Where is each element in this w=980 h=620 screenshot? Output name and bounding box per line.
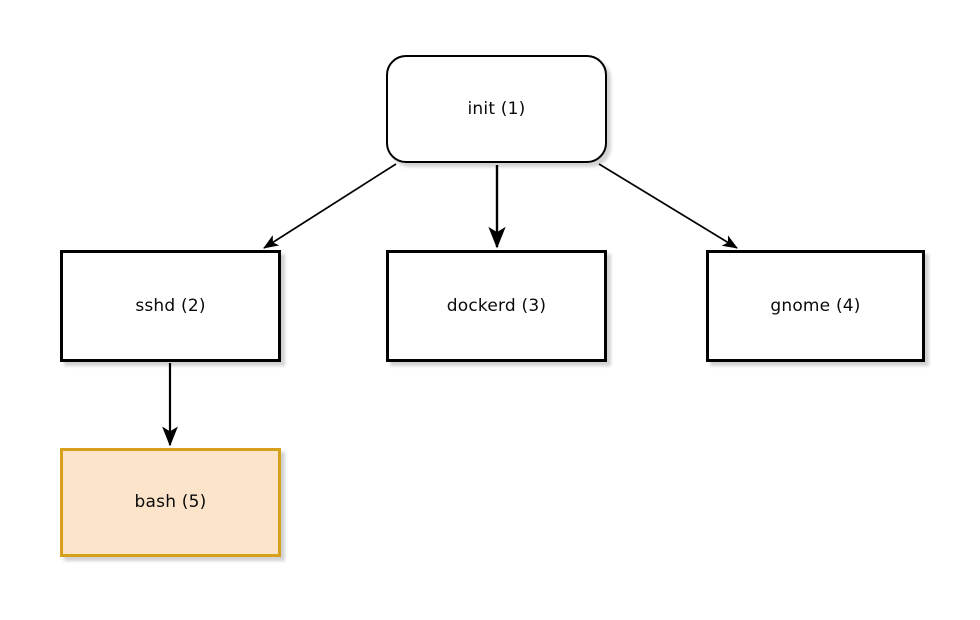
process-node-gnome-label: gnome (4) (770, 295, 861, 316)
process-node-init-label: init (1) (467, 98, 526, 119)
process-node-bash-label: bash (5) (134, 492, 207, 512)
process-node-sshd-label: sshd (2) (135, 295, 206, 316)
process-node-bash[interactable]: bash (5) (60, 448, 281, 557)
edge-init-to-gnome (598, 163, 738, 249)
process-node-dockerd-label: dockerd (3) (446, 295, 547, 316)
process-node-dockerd[interactable]: dockerd (3) (386, 250, 607, 362)
process-node-init[interactable]: init (1) (386, 55, 607, 163)
process-node-gnome[interactable]: gnome (4) (706, 250, 925, 362)
process-node-sshd[interactable]: sshd (2) (60, 250, 281, 362)
edge-init-to-sshd (263, 163, 397, 249)
